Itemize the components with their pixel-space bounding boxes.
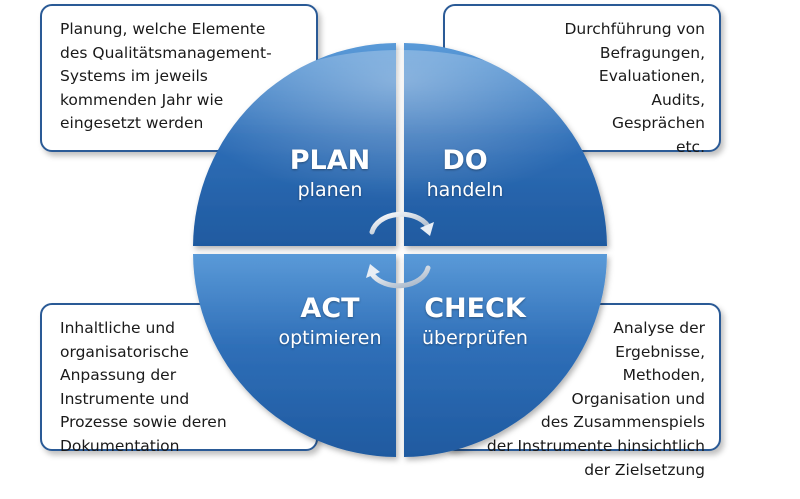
text-line: kommenden Jahr wie	[60, 90, 224, 109]
text-line: des Qualitätsmanagement-	[60, 43, 272, 62]
text-line: der Zielsetzung	[584, 460, 705, 479]
text-line: Inhaltliche und	[60, 319, 176, 337]
gloss-highlight	[210, 50, 590, 250]
text-line: Planung, welche Elemente	[60, 20, 266, 38]
text-line: organisatorische	[60, 342, 189, 361]
text-line: Dokumentation	[60, 436, 180, 455]
check-quadrant	[404, 254, 607, 457]
text-line: eingesetzt werden	[60, 114, 204, 133]
text-line: Befragungen,	[599, 43, 705, 62]
check-title: CHECK	[424, 293, 526, 324]
cycle-arrowheads	[366, 222, 434, 278]
plan-label: PLAN planen	[265, 145, 395, 203]
act-description-text: Inhaltliche und organisatorische Anpassu…	[60, 317, 227, 459]
act-quadrant	[193, 254, 396, 457]
do-subtitle: handeln	[426, 179, 504, 201]
text-line: Ergebnisse,	[615, 342, 705, 361]
act-label: ACT optimieren	[265, 293, 395, 351]
text-line: etc.	[675, 137, 705, 156]
text-line: Organisation und	[571, 389, 705, 408]
plan-title: PLAN	[289, 145, 371, 176]
do-label: DO handeln	[405, 145, 525, 203]
text-line: Methoden,	[622, 366, 705, 385]
text-line: Audits,	[651, 90, 705, 109]
text-line: der Instrumente hinsichtlich	[486, 436, 705, 455]
text-line: Anpassung der	[60, 366, 177, 385]
do-title: DO	[442, 145, 488, 176]
cycle-arrows-icon	[369, 211, 431, 289]
check-label: CHECK überprüfen	[405, 293, 545, 351]
text-line: Instrumente und	[60, 389, 190, 408]
text-line: Prozesse sowie deren	[60, 413, 227, 432]
text-line: Analyse der	[613, 319, 705, 337]
plan-subtitle: planen	[297, 179, 363, 201]
text-line: Gesprächen	[611, 114, 705, 133]
text-line: des Zusammenspiels	[540, 413, 705, 432]
check-subtitle: überprüfen	[422, 327, 528, 349]
check-description-text: Analyse der Ergebnisse, Methoden, Organi…	[487, 317, 705, 482]
text-line: Evaluationen,	[598, 67, 705, 86]
plan-description-text: Planung, welche Elemente des Qualitätsma…	[60, 18, 272, 136]
act-title: ACT	[300, 293, 360, 324]
act-subtitle: optimieren	[278, 327, 382, 349]
do-description-text: Durchführung von Befragungen, Evaluation…	[564, 18, 705, 160]
text-line: Durchführung von	[564, 20, 705, 38]
text-line: Systems im jeweils	[60, 67, 208, 86]
